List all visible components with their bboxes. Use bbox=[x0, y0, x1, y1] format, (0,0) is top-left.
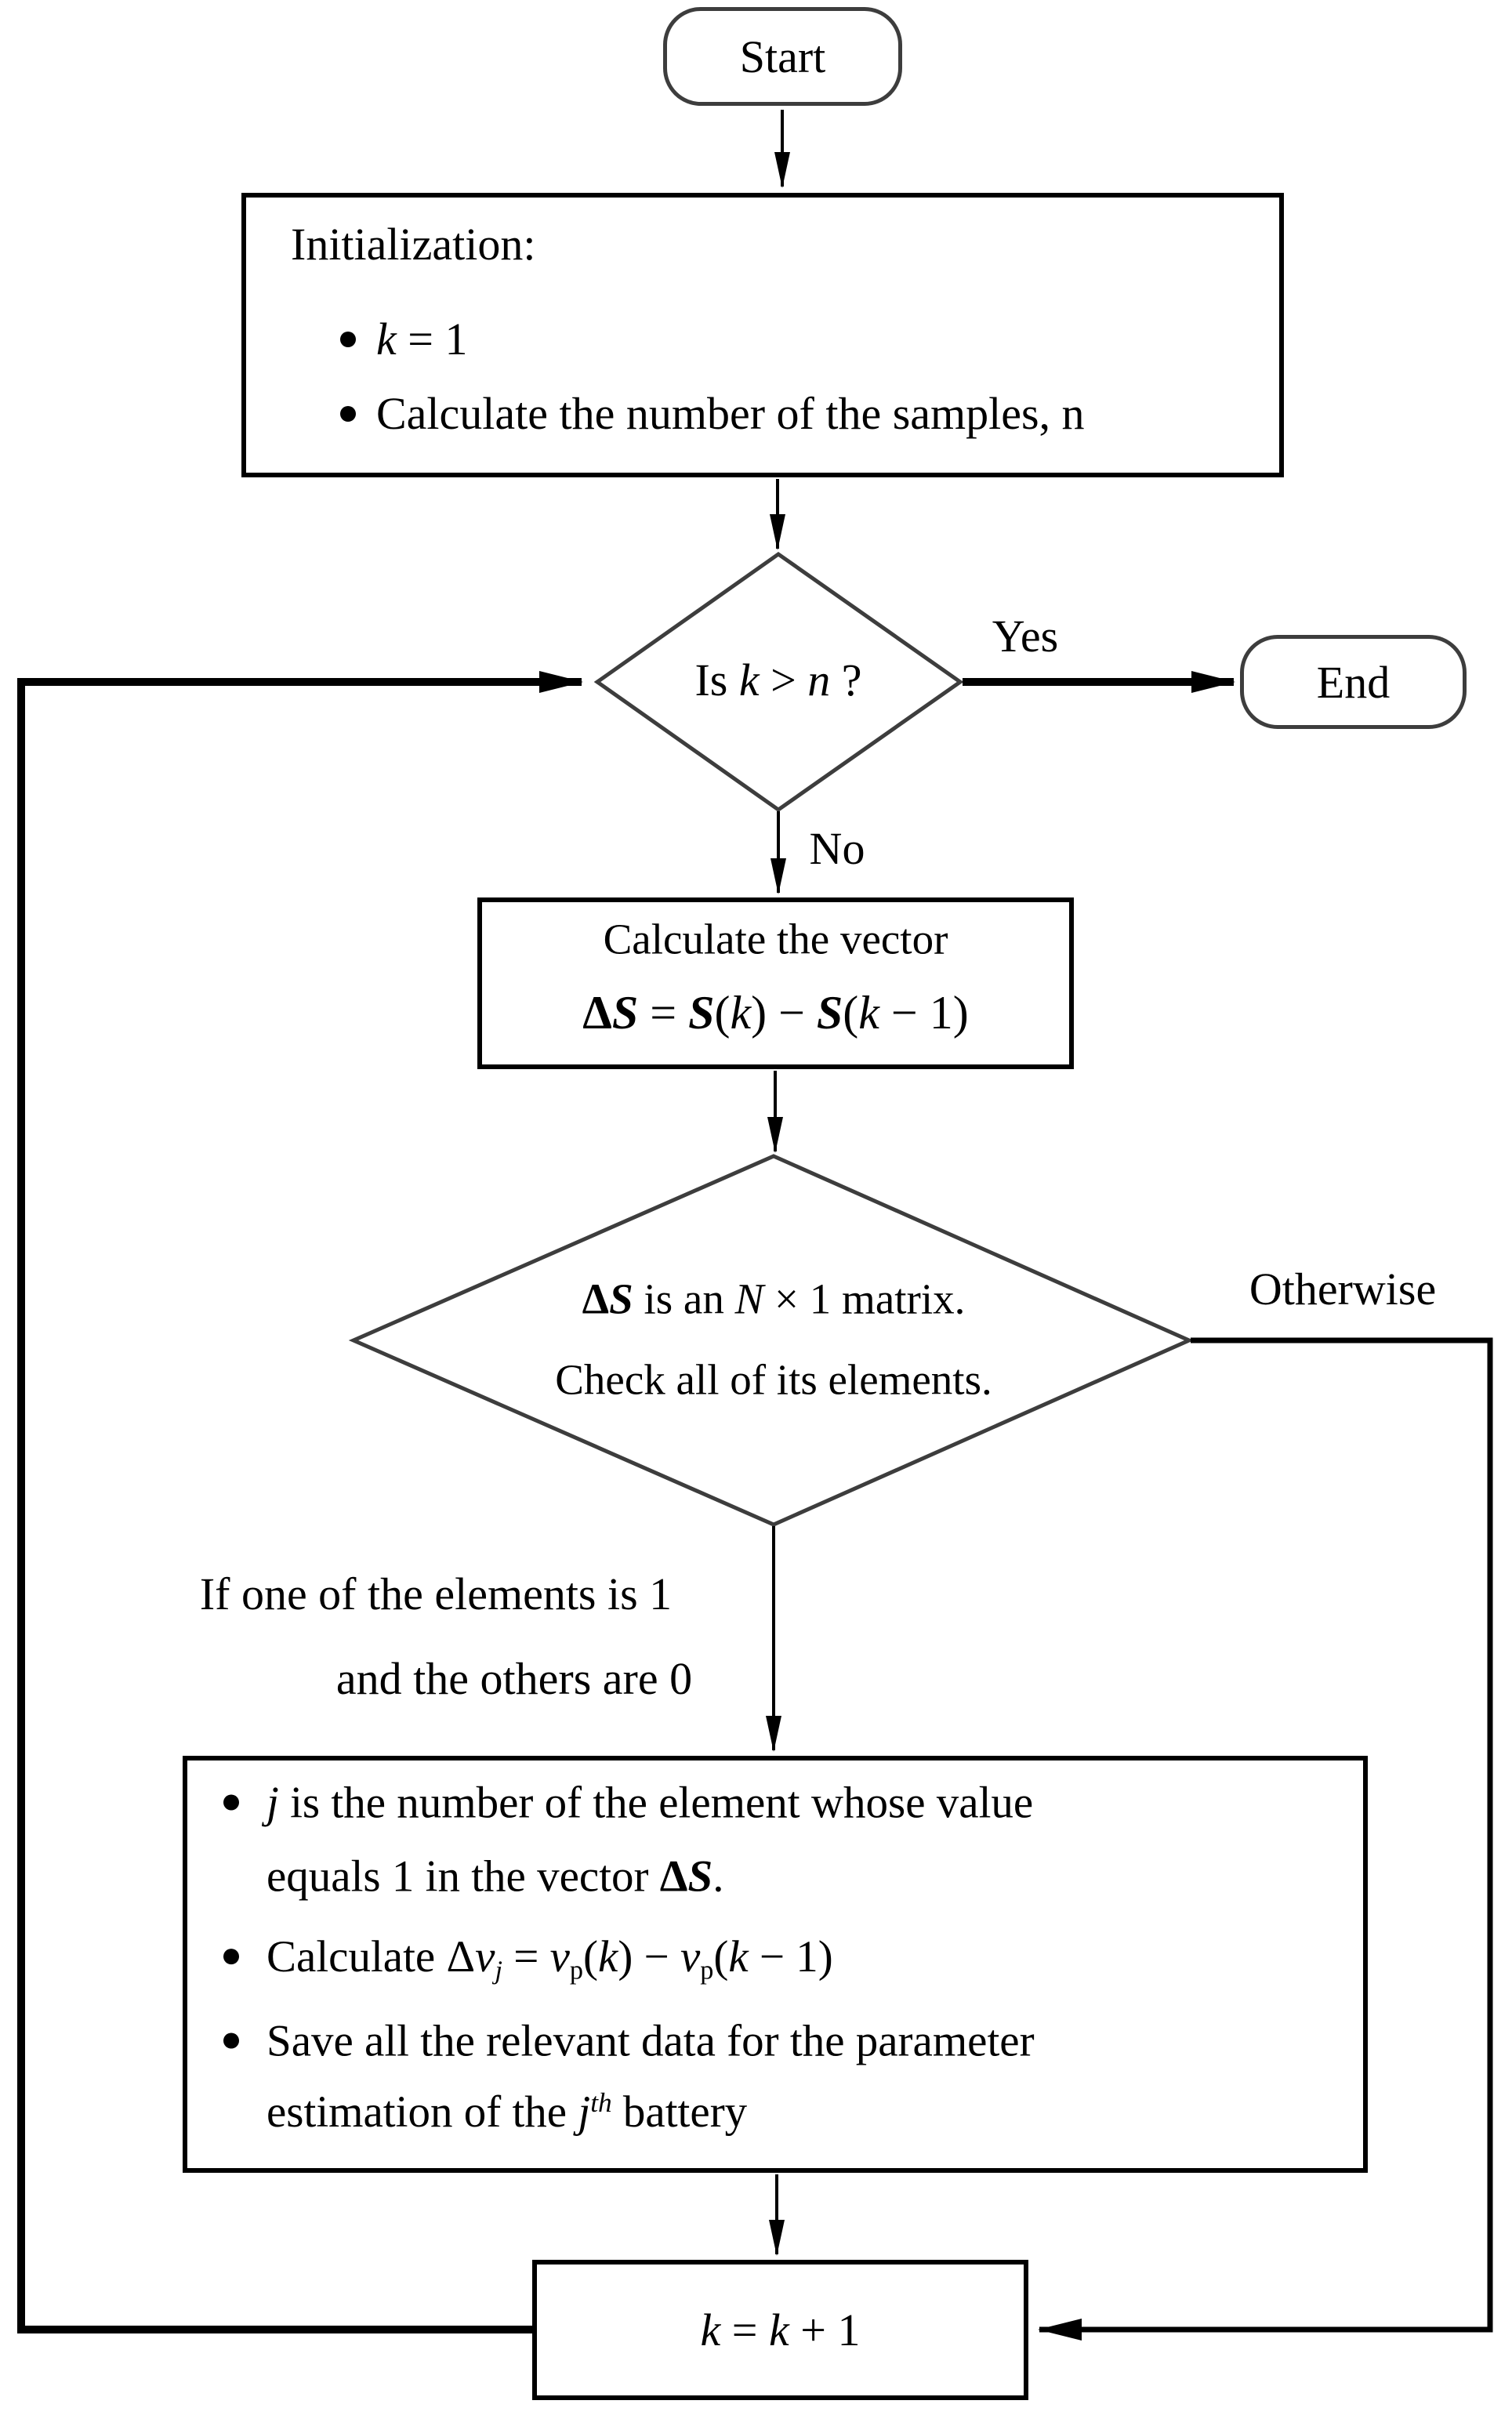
calc-vector-formula: ΔS = S(k) − S(k − 1) bbox=[582, 987, 969, 1039]
init-title: Initialization: bbox=[291, 219, 536, 270]
init-bullet-k: k = 1 bbox=[340, 317, 467, 362]
calc-vector-box: Calculate the vector ΔS = S(k) − S(k − 1… bbox=[477, 897, 1074, 1069]
init-process-box: Initialization: k = 1 Calculate the numb… bbox=[241, 193, 1284, 477]
end-node: End bbox=[1240, 635, 1467, 729]
decision2-line2: Check all of its elements. bbox=[555, 1355, 992, 1404]
process-bullet1-line2: equals 1 in the vector ΔS. bbox=[267, 1851, 724, 1902]
decision2-diamond bbox=[348, 1154, 1195, 1527]
process-bullet1-line1: j is the number of the element whose val… bbox=[223, 1781, 1033, 1826]
end-label: End bbox=[1316, 656, 1391, 708]
yes-label: Yes bbox=[992, 611, 1059, 662]
edge-increment-loop-to-decision1 bbox=[17, 671, 583, 2333]
increment-box: k = k + 1 bbox=[532, 2260, 1028, 2400]
process-bullet3-line2: estimation of the jth battery bbox=[267, 2087, 748, 2138]
decision2-line1: ΔS is an N × 1 matrix. bbox=[582, 1275, 966, 1323]
edge-decision2-otherwise-to-increment bbox=[1038, 1337, 1493, 2341]
decision1-question: Is k > n ? bbox=[694, 655, 862, 705]
increment-formula: k = k + 1 bbox=[700, 2304, 861, 2355]
no-label: No bbox=[809, 823, 865, 874]
branch-condition-line1: If one of the elements is 1 bbox=[199, 1568, 673, 1619]
calc-vector-caption: Calculate the vector bbox=[603, 915, 948, 963]
process-bullet3-line1: Save all the relevant data for the param… bbox=[223, 2019, 1035, 2064]
branch-condition-line2: and the others are 0 bbox=[335, 1653, 693, 1704]
decision1-diamond bbox=[593, 551, 964, 813]
init-bullet-samples: Calculate the number of the samples, n bbox=[340, 391, 1085, 437]
process-box: j is the number of the element whose val… bbox=[183, 1756, 1368, 2173]
start-node: Start bbox=[663, 7, 902, 106]
process-bullet2: Calculate Δvj = vp(k) − vp(k − 1) bbox=[223, 1935, 833, 1985]
start-label: Start bbox=[739, 31, 826, 82]
otherwise-label: Otherwise bbox=[1249, 1264, 1437, 1314]
